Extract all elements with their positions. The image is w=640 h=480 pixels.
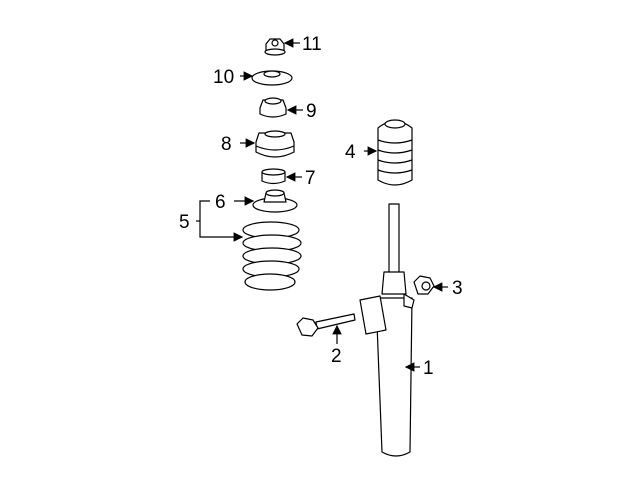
callout-3: 3 (452, 278, 463, 299)
spring-seat-icon (252, 189, 298, 213)
callout-10: 10 (213, 67, 234, 88)
callout-7: 7 (305, 168, 316, 189)
nut-icon (413, 275, 435, 295)
callout-11: 11 (302, 34, 322, 55)
upper-mount-icon (255, 130, 295, 158)
coil-spring-icon (242, 221, 302, 291)
bearing-icon (259, 97, 287, 118)
callout-8: 8 (221, 134, 232, 155)
callout-2: 2 (331, 346, 342, 367)
top-nut-icon (264, 38, 286, 56)
callout-6: 6 (215, 192, 226, 213)
callout-1: 1 (423, 358, 434, 379)
callout-9: 9 (306, 101, 317, 122)
washer-icon (251, 70, 293, 86)
leader-lines (196, 38, 448, 372)
bumper-icon (261, 168, 286, 185)
bolt-icon (296, 313, 356, 337)
bump-stop-boot-icon (377, 119, 413, 186)
callout-4: 4 (345, 142, 356, 163)
strut-icon (359, 203, 415, 457)
callout-5: 5 (179, 212, 190, 233)
